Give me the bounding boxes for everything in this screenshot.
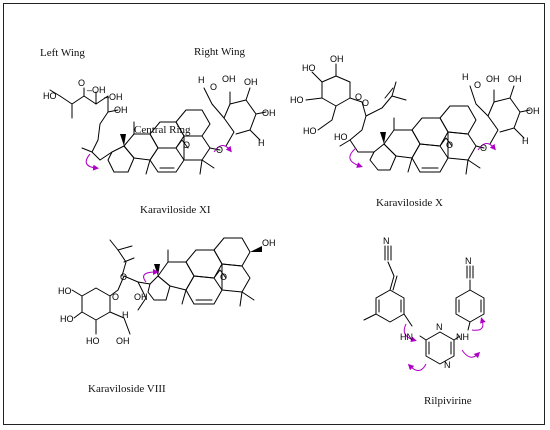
svg-text:OH: OH — [114, 105, 128, 115]
svg-text:OH: OH — [262, 238, 276, 248]
svg-text:OH: OH — [330, 54, 344, 64]
svg-text:NH: NH — [456, 332, 469, 342]
svg-text:HO: HO — [86, 336, 100, 346]
svg-text:OH: OH — [486, 74, 500, 84]
karaviloside-x-structure: HO OH HO O O HO HO O O H O OH OH OH H — [290, 54, 540, 175]
rilpivirine-label: Rilpivirine — [424, 395, 472, 407]
central-ring-label: Central Ring — [134, 124, 191, 136]
svg-text:OH: OH — [526, 106, 540, 116]
karaviloside-xi-structure: HO O –OH –OH OH O O H O OH OH OH H — [43, 74, 276, 175]
karaviloside-x-label: Karaviloside X — [376, 197, 443, 209]
svg-text:HO: HO — [60, 314, 74, 324]
right-wing-label: Right Wing — [194, 46, 245, 58]
svg-text:O: O — [220, 272, 227, 282]
karaviloside-viii-label: Karaviloside VIII — [88, 383, 166, 395]
rilpivirine-structure: N N HN NH N N — [363, 236, 486, 371]
svg-text:N: N — [436, 322, 443, 332]
svg-text:H: H — [122, 310, 129, 320]
left-wing-label: Left Wing — [40, 47, 85, 59]
svg-text:O: O — [112, 292, 119, 302]
svg-text:O: O — [355, 92, 362, 102]
svg-text:HO: HO — [303, 126, 317, 136]
svg-text:H: H — [462, 72, 469, 82]
svg-text:HO: HO — [58, 286, 72, 296]
svg-text:O: O — [210, 82, 217, 92]
svg-text:H: H — [198, 75, 205, 85]
svg-text:HO: HO — [43, 91, 57, 101]
svg-text:O: O — [480, 143, 487, 153]
figure-frame — [3, 3, 545, 425]
svg-text:HO: HO — [290, 95, 304, 105]
karaviloside-xi-label: Karaviloside XI — [140, 204, 211, 216]
svg-text:O: O — [362, 98, 369, 108]
svg-text:HO: HO — [302, 63, 316, 73]
svg-text:O: O — [78, 78, 85, 88]
svg-text:O: O — [216, 145, 223, 155]
svg-text:N: N — [383, 236, 390, 246]
svg-text:N: N — [465, 256, 472, 266]
karaviloside-viii-structure: O O OH H HO HO HO OH O OH — [58, 237, 276, 346]
svg-text:H: H — [522, 136, 529, 146]
svg-text:–OH: –OH — [104, 92, 123, 102]
svg-text:O: O — [474, 80, 481, 90]
svg-text:HN: HN — [400, 332, 413, 342]
svg-text:N: N — [444, 360, 451, 370]
svg-text:O: O — [446, 140, 453, 150]
svg-text:H: H — [258, 138, 265, 148]
svg-text:O: O — [120, 272, 127, 282]
svg-text:–OH: –OH — [87, 85, 106, 95]
svg-text:OH: OH — [116, 336, 130, 346]
svg-text:OH: OH — [244, 77, 258, 87]
svg-text:O: O — [183, 140, 190, 150]
svg-text:HO: HO — [334, 132, 348, 142]
svg-text:OH: OH — [222, 74, 236, 84]
svg-text:OH: OH — [508, 74, 522, 84]
svg-text:OH: OH — [134, 292, 148, 302]
svg-text:OH: OH — [262, 108, 276, 118]
